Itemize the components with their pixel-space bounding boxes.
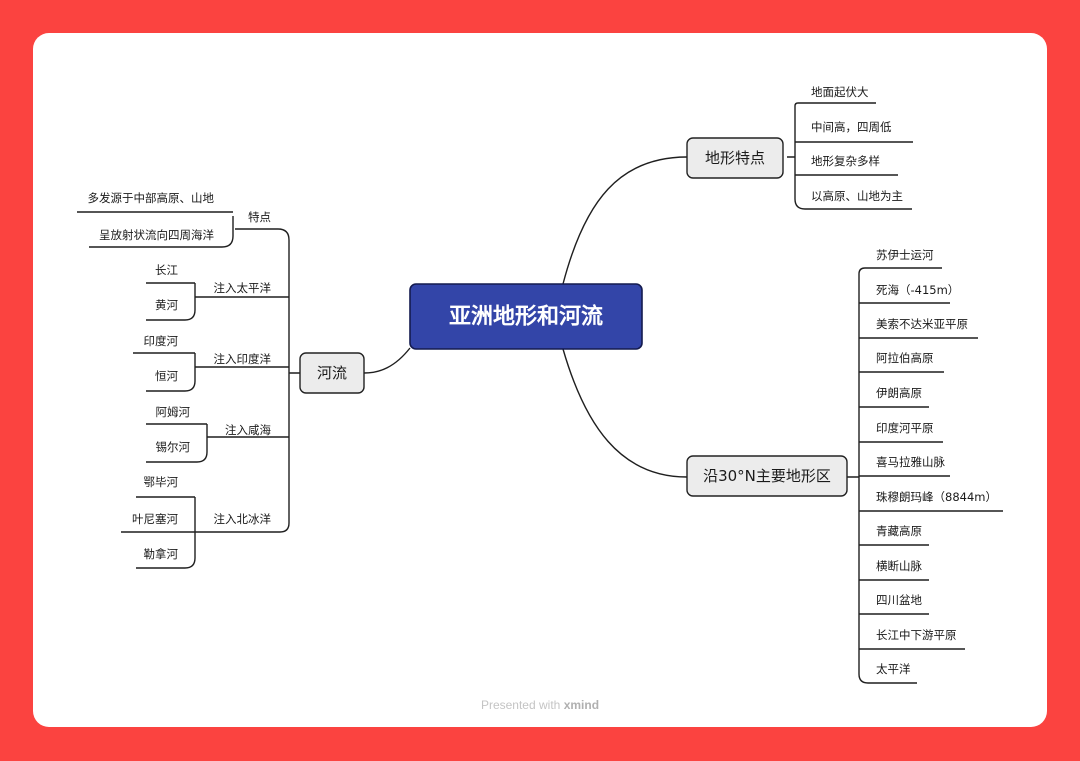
topic-terrain[interactable]: 地形特点 [686,137,784,179]
root-topic[interactable]: 亚洲地形和河流 [409,283,643,350]
river-item: 黄河 [155,298,178,312]
along30-item: 青藏高原 [876,524,922,538]
terrain-item: 地面起伏大 [811,85,869,99]
along30-item: 死海（-415m） [876,283,959,297]
river-item: 勒拿河 [144,547,179,561]
along30-item: 伊朗高原 [876,386,922,400]
along30-item: 四川盆地 [876,593,922,607]
topic-rivers-label: 河流 [317,364,347,382]
river-group-label: 注入印度洋 [214,352,272,366]
along30-item: 印度河平原 [876,421,934,435]
terrain-item: 以高原、山地为主 [811,189,903,203]
along30-item: 珠穆朗玛峰（8844m） [876,490,997,504]
river-item: 阿姆河 [156,405,191,419]
river-item: 恒河 [155,369,178,383]
connector-root-rivers [363,347,411,374]
along30-item: 苏伊士运河 [876,248,934,262]
river-item: 印度河 [144,334,179,348]
terrain-item: 地形复杂多样 [811,154,880,168]
river-item: 呈放射状流向四周海洋 [99,228,214,242]
along30-brace [847,274,860,674]
connector-root-terrain [562,156,688,285]
river-group-label: 注入北冰洋 [214,512,272,526]
river-group-label: 注入咸海 [225,423,271,437]
river-item: 鄂毕河 [144,475,179,489]
along30-item: 喜马拉雅山脉 [876,455,945,469]
along30-item: 太平洋 [876,662,911,676]
river-group-label: 注入太平洋 [214,281,272,295]
terrain-brace [787,106,796,199]
river-item: 叶尼塞河 [132,512,178,526]
river-item: 长江 [155,263,178,277]
footer-prefix: Presented with [480,698,561,712]
topic-along30-label: 沿30°N主要地形区 [703,467,831,485]
along30-item: 长江中下游平原 [876,628,957,642]
along30-item: 阿拉伯高原 [876,351,934,365]
river-group-label: 特点 [248,210,271,224]
xmind-brand: xmind [563,698,600,712]
topic-terrain-label: 地形特点 [705,149,765,167]
root-topic-label: 亚洲地形和河流 [449,304,603,330]
river-item: 锡尔河 [156,440,191,454]
terrain-item: 中间高，四周低 [811,120,892,134]
rivers-brace [288,240,300,523]
along30-item: 美索不达米亚平原 [876,317,968,331]
river-item: 多发源于中部高原、山地 [88,191,215,205]
topic-rivers[interactable]: 河流 [299,352,365,394]
along30-item: 横断山脉 [876,559,922,573]
connector-root-along30 [562,348,688,478]
presented-with-footer[interactable]: Presented with xmind [0,698,1080,712]
topic-along30[interactable]: 沿30°N主要地形区 [686,455,848,497]
canvas-card [33,33,1047,727]
